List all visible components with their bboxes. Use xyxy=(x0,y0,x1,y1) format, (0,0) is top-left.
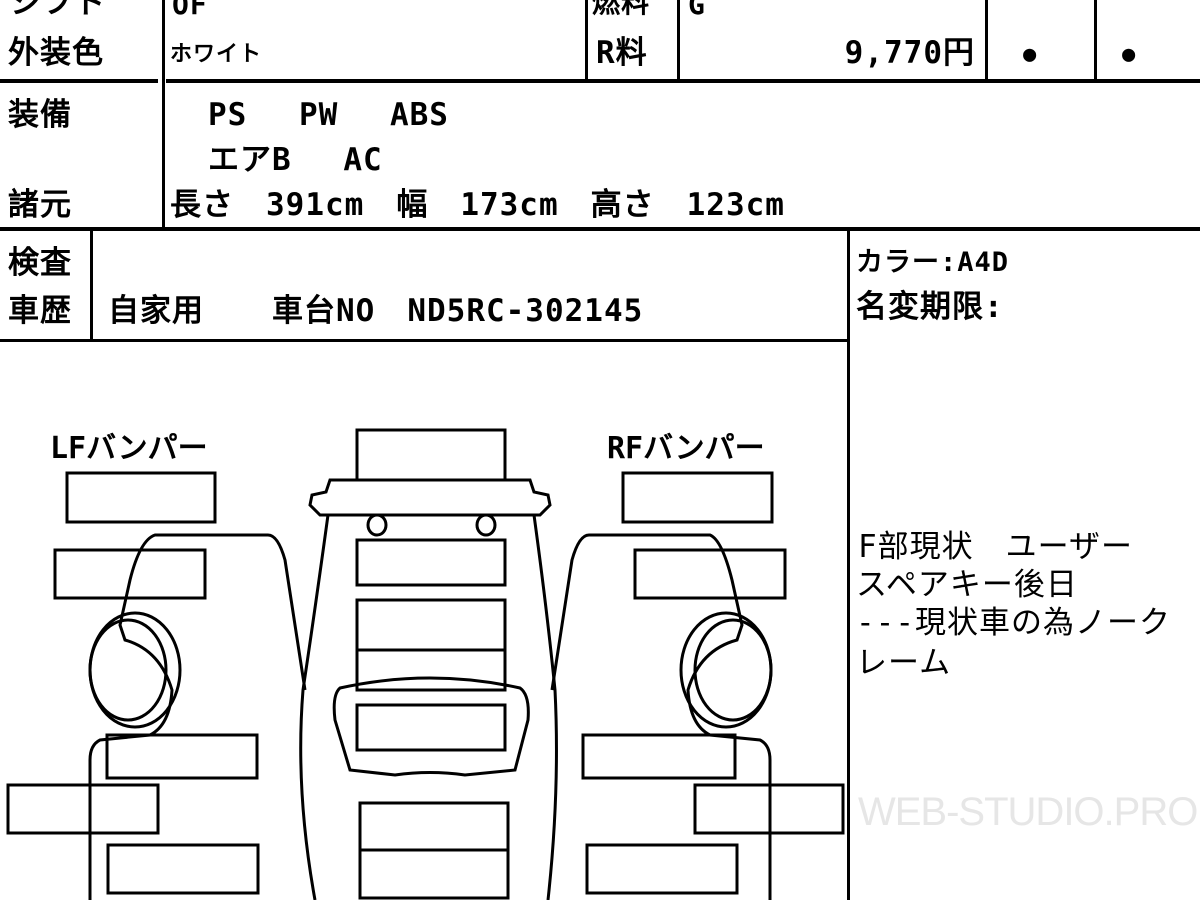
panel-box-rf-bumper xyxy=(621,471,774,524)
divider xyxy=(0,79,158,83)
chassis-number: 車台NO ND5RC-302145 xyxy=(272,293,644,329)
panel-box-roof xyxy=(358,801,510,852)
transfer-deadline: 名変期限: xyxy=(856,289,1004,325)
fuel-value: G xyxy=(688,0,706,21)
divider xyxy=(985,0,988,80)
lf-bumper-label: LFバンパー xyxy=(50,431,208,466)
divider xyxy=(162,0,165,228)
panel-box-r-rear-door xyxy=(585,843,739,895)
history-label: 車歴 xyxy=(8,293,72,329)
recycle-fee-label: R料 xyxy=(596,35,648,71)
usage-value: 自家用 xyxy=(108,293,204,329)
body-outline xyxy=(299,514,558,900)
note-line: F部現状 ユーザー xyxy=(858,529,1134,565)
watermark: WEB-STUDIO.PRO xyxy=(858,790,1198,834)
divider xyxy=(1094,0,1097,80)
right-front-wheel-arch xyxy=(679,611,773,729)
left-front-wheel xyxy=(88,618,168,722)
panel-box-front-bumper xyxy=(355,428,507,482)
panel-box-grille xyxy=(355,538,507,587)
right-side-outline xyxy=(550,533,772,900)
windshield-outline xyxy=(332,676,530,777)
panel-box-l-pillar xyxy=(6,783,160,835)
panel-box-hood xyxy=(355,598,507,652)
mark-dot: ● xyxy=(1122,42,1137,67)
note-line: スペアキー後日 xyxy=(856,567,1078,603)
panel-box-r-front-door xyxy=(581,733,737,780)
panel-box-r-pillar xyxy=(693,783,845,835)
shift-label: シフト xyxy=(10,0,106,21)
headlight-left xyxy=(366,513,388,537)
exterior-color-value: ホワイト xyxy=(170,42,263,67)
equipment-line-2: エアB AC xyxy=(208,142,383,178)
note-line: ---現状車の為ノーク xyxy=(856,605,1171,641)
fuel-label: 燃料 xyxy=(592,0,651,19)
equipment-label: 装備 xyxy=(8,97,72,133)
equipment-line-1: PS PW ABS xyxy=(208,97,449,133)
divider xyxy=(166,79,1200,83)
car-damage-diagram: LFバンパー RFバンパー xyxy=(6,428,845,900)
divider xyxy=(0,339,848,342)
headlight-right xyxy=(475,513,497,537)
specs-label: 諸元 xyxy=(8,187,72,223)
rf-bumper-label: RFバンパー xyxy=(607,431,765,466)
panel-box-rf-fender xyxy=(633,548,787,600)
panel-box-lf-bumper xyxy=(65,471,217,524)
exterior-color-label: 外装色 xyxy=(8,35,104,71)
panel-box-windshield xyxy=(355,703,507,752)
color-code: カラー:A4D xyxy=(856,247,1010,278)
divider xyxy=(0,227,1200,231)
mark-dot: ● xyxy=(1023,42,1038,67)
right-front-wheel xyxy=(693,618,773,722)
panel-box-l-rear-door xyxy=(106,843,260,895)
panel-box-cowl xyxy=(355,648,507,692)
recycle-fee-value: 9,770円 xyxy=(844,35,975,71)
inspection-label: 検査 xyxy=(8,245,72,281)
left-front-wheel-arch xyxy=(88,611,182,729)
front-bumper-outline xyxy=(308,478,552,517)
left-side-outline xyxy=(88,533,307,900)
specs-dimensions: 長さ 391cm 幅 173cm 高さ 123cm xyxy=(170,187,785,223)
divider xyxy=(847,228,850,900)
divider xyxy=(90,228,93,340)
shift-value: OF xyxy=(172,0,208,21)
note-line: レーム xyxy=(856,645,952,681)
panel-box-lf-fender xyxy=(53,548,207,600)
divider xyxy=(677,0,680,80)
panel-box-roof-rear xyxy=(358,848,510,900)
panel-box-l-front-door xyxy=(105,733,259,780)
divider xyxy=(585,0,588,80)
